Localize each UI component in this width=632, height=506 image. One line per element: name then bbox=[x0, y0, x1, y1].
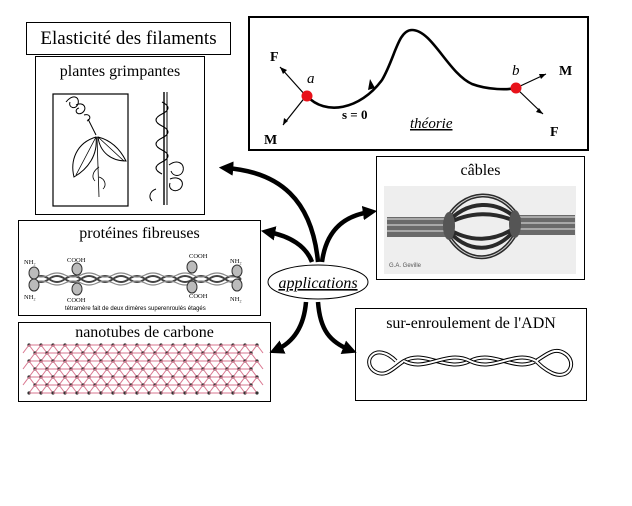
nanotubes-title: nanotubes de carbone bbox=[75, 324, 214, 341]
dna-title: sur-enroulement de l'ADN bbox=[386, 315, 556, 332]
force-arrowhead-right bbox=[536, 108, 543, 114]
theory-panel: F M a s = 0 b M F théorie bbox=[248, 16, 589, 151]
point-a bbox=[301, 90, 313, 102]
force-arrowhead-left bbox=[280, 67, 287, 74]
moment-arrowhead-right bbox=[539, 74, 546, 79]
point-b bbox=[510, 82, 522, 94]
nh2-bottom-left: NH₂ bbox=[24, 294, 36, 301]
cooh-top-left: COOH bbox=[67, 257, 86, 264]
label-a: a bbox=[307, 71, 315, 87]
filament-curve bbox=[306, 28, 517, 109]
label-F-left: F bbox=[270, 50, 279, 65]
plants-illustration bbox=[52, 92, 184, 207]
cables-photo-credit: G.A. Geville bbox=[389, 263, 422, 269]
label-b: b bbox=[512, 63, 520, 79]
applications-oval bbox=[267, 264, 369, 300]
protein-diagram: NH₂ NH₂ COOH COOH COOH COOH NH₂ NH₂ tétr… bbox=[24, 253, 243, 312]
dna-panel: sur-enroulement de l'ADN bbox=[355, 308, 587, 401]
label-s0: s = 0 bbox=[342, 107, 367, 122]
cables-panel: câbles G.A. Geville bbox=[376, 156, 585, 280]
curve-arrowhead-1 bbox=[368, 79, 375, 90]
label-F-right: F bbox=[550, 125, 559, 140]
arrow-to-dna bbox=[315, 301, 357, 355]
nanotube-lattice bbox=[22, 343, 264, 395]
cooh-bottom-right: COOH bbox=[189, 293, 208, 300]
plants-panel: plantes grimpantes bbox=[35, 56, 205, 215]
theory-diagram: F M a s = 0 b M F théorie bbox=[264, 28, 572, 148]
figure-title-box: Elasticité des filaments bbox=[26, 22, 231, 55]
proteins-title: protéines fibreuses bbox=[79, 225, 200, 242]
arrow-to-cables bbox=[319, 205, 378, 263]
cables-photo: G.A. Geville bbox=[384, 186, 576, 274]
nanotubes-panel: nanotubes de carbone bbox=[18, 322, 271, 402]
cables-title: câbles bbox=[460, 162, 501, 179]
nh2-top-right: NH₂ bbox=[230, 258, 242, 265]
dna-supercoil bbox=[367, 348, 574, 377]
arrow-to-proteins bbox=[260, 226, 315, 263]
label-M-left: M bbox=[264, 133, 277, 148]
moment-arrowhead-left bbox=[283, 118, 288, 125]
figure-title: Elasticité des filaments bbox=[40, 27, 217, 49]
applications-label: applications bbox=[278, 275, 357, 292]
nh2-top-left: NH₂ bbox=[24, 259, 36, 266]
nh2-bottom-right: NH₂ bbox=[230, 296, 242, 303]
plants-title: plantes grimpantes bbox=[59, 63, 181, 80]
theory-caption: théorie bbox=[410, 116, 453, 132]
label-M-right: M bbox=[559, 64, 572, 79]
cooh-bottom-left: COOH bbox=[67, 297, 86, 304]
protein-caption: tétramère fait de deux dimères superenro… bbox=[65, 306, 206, 312]
proteins-panel: protéines fibreuses NH₂ NH₂ COOH COOH CO… bbox=[18, 220, 261, 316]
arrow-to-nanotubes bbox=[269, 301, 309, 354]
cooh-top-right: COOH bbox=[189, 253, 208, 260]
